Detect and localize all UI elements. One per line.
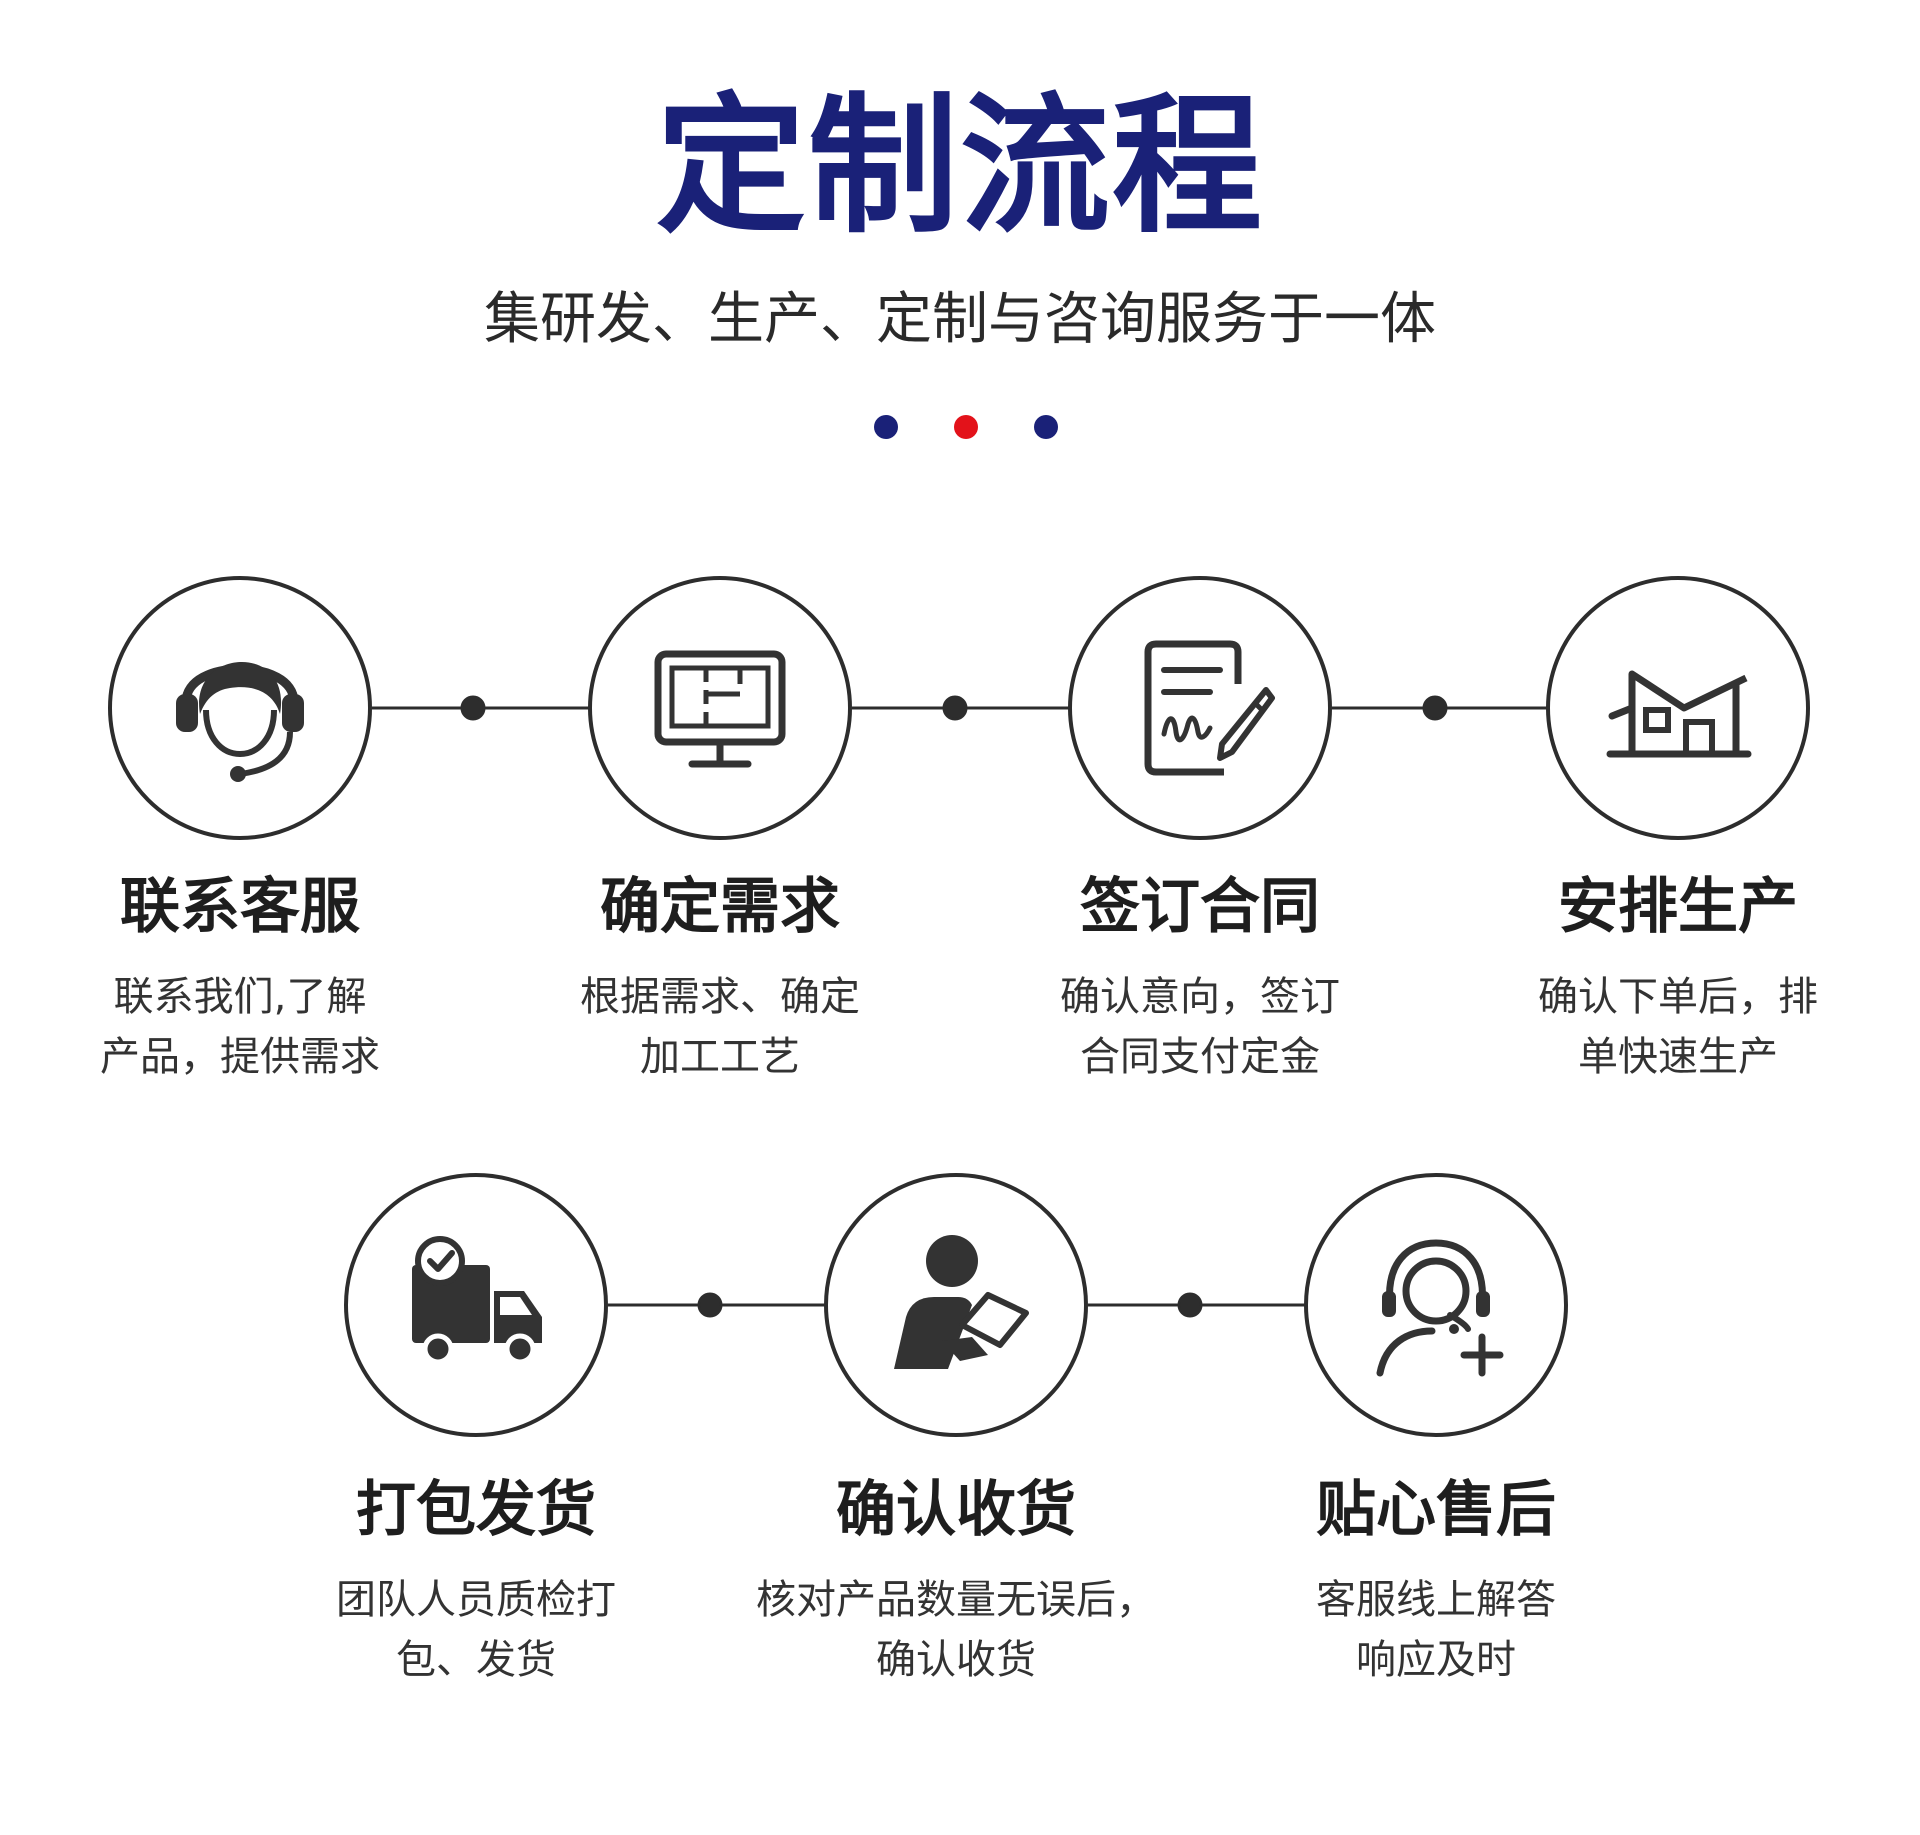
step-title: 安排生产	[1558, 872, 1798, 942]
step-circle-pack-ship	[344, 1173, 608, 1437]
step-desc-line: 联系我们,了解	[113, 974, 367, 1020]
step-circle-confirm-requirements	[588, 576, 852, 840]
step-title: 签订合同	[1080, 872, 1320, 942]
page-title: 定制流程	[655, 80, 1264, 254]
step-desc-line: 合同支付定金	[1080, 1034, 1320, 1080]
step-circle-after-sales	[1304, 1173, 1568, 1437]
monitor-blueprint-icon	[654, 650, 786, 768]
step-desc-line: 根据需求、确定	[580, 974, 860, 1020]
step-desc-line: 产品，提供需求	[100, 1034, 380, 1080]
step-title: 确定需求	[600, 872, 840, 942]
step-circle-confirm-receipt	[824, 1173, 1088, 1437]
step-desc: 团队人员质检打 包、发货	[296, 1570, 656, 1690]
factory-icon	[1606, 670, 1752, 758]
step-circle-arrange-production	[1546, 576, 1810, 840]
step-desc-line: 团队人员质检打	[336, 1577, 616, 1623]
connector-dot-2-3	[942, 695, 968, 721]
step-desc-line: 确认下单后，排	[1538, 974, 1818, 1020]
step-desc: 核对产品数量无误后， 确认收货	[756, 1570, 1156, 1690]
step-title: 打包发货	[356, 1475, 596, 1545]
connector-dot-5-6	[697, 1292, 723, 1318]
step-desc: 联系我们,了解 产品，提供需求	[60, 967, 420, 1087]
step-desc-line: 响应及时	[1356, 1637, 1516, 1683]
page-subtitle: 集研发、生产、定制与咨询服务于一体	[484, 287, 1436, 352]
headset-agent-icon	[176, 662, 304, 782]
step-desc: 客服线上解答 响应及时	[1256, 1570, 1616, 1690]
step-circle-sign-contract	[1068, 576, 1332, 840]
connector-dot-1-2	[460, 695, 486, 721]
step-title: 贴心售后	[1316, 1475, 1556, 1545]
step-circle-contact-service	[108, 576, 372, 840]
step-desc: 确认意向，签订 合同支付定金	[1020, 967, 1380, 1087]
step-title: 联系客服	[120, 872, 360, 942]
step-desc: 确认下单后，排 单快速生产	[1498, 967, 1858, 1087]
step-desc-line: 确认收货	[876, 1637, 1036, 1683]
support-agent-icon	[1376, 1239, 1504, 1377]
person-clipboard-icon	[894, 1235, 1029, 1369]
step-desc-line: 加工工艺	[640, 1034, 800, 1080]
step-desc-line: 包、发货	[396, 1637, 556, 1683]
step-desc-line: 单快速生产	[1578, 1034, 1778, 1080]
step-title: 确认收货	[836, 1475, 1076, 1545]
step-desc-line: 确认意向，签订	[1060, 974, 1340, 1020]
connector-dot-3-4	[1422, 695, 1448, 721]
decor-dot-blue-left	[874, 415, 898, 439]
connector-dot-6-7	[1177, 1292, 1203, 1318]
step-desc-line: 客服线上解答	[1316, 1577, 1556, 1623]
step-desc-line: 核对产品数量无误后，	[756, 1577, 1156, 1623]
delivery-truck-icon	[412, 1236, 542, 1365]
contract-sign-icon	[1144, 640, 1275, 776]
step-desc: 根据需求、确定 加工工艺	[540, 967, 900, 1087]
decor-dot-blue-right	[1034, 415, 1058, 439]
decor-dot-red-center	[954, 415, 978, 439]
